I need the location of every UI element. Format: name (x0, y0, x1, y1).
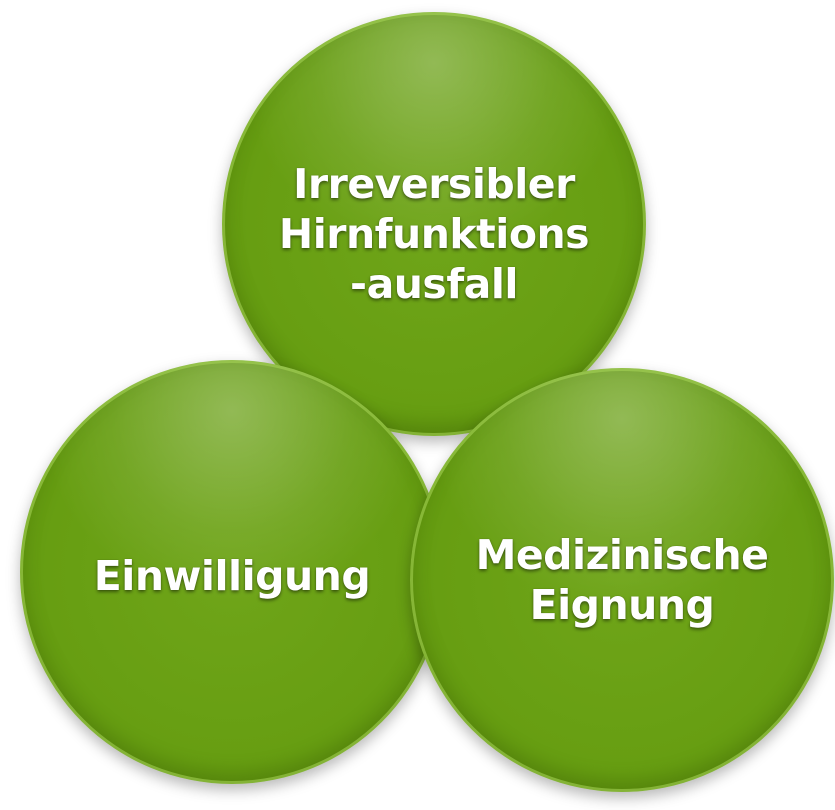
circle-einwilligung: Einwilligung (20, 360, 444, 784)
circle-label-right: Medizinische Eignung (475, 531, 769, 629)
circle-label-left: Einwilligung (93, 552, 371, 600)
circle-label-top: Irreversibler Hirnfunktions -ausfall (278, 160, 590, 308)
circle-irreversibler-hirnfunktionsausfall: Irreversibler Hirnfunktions -ausfall (222, 12, 646, 436)
circle-medizinische-eignung: Medizinische Eignung (410, 368, 834, 792)
